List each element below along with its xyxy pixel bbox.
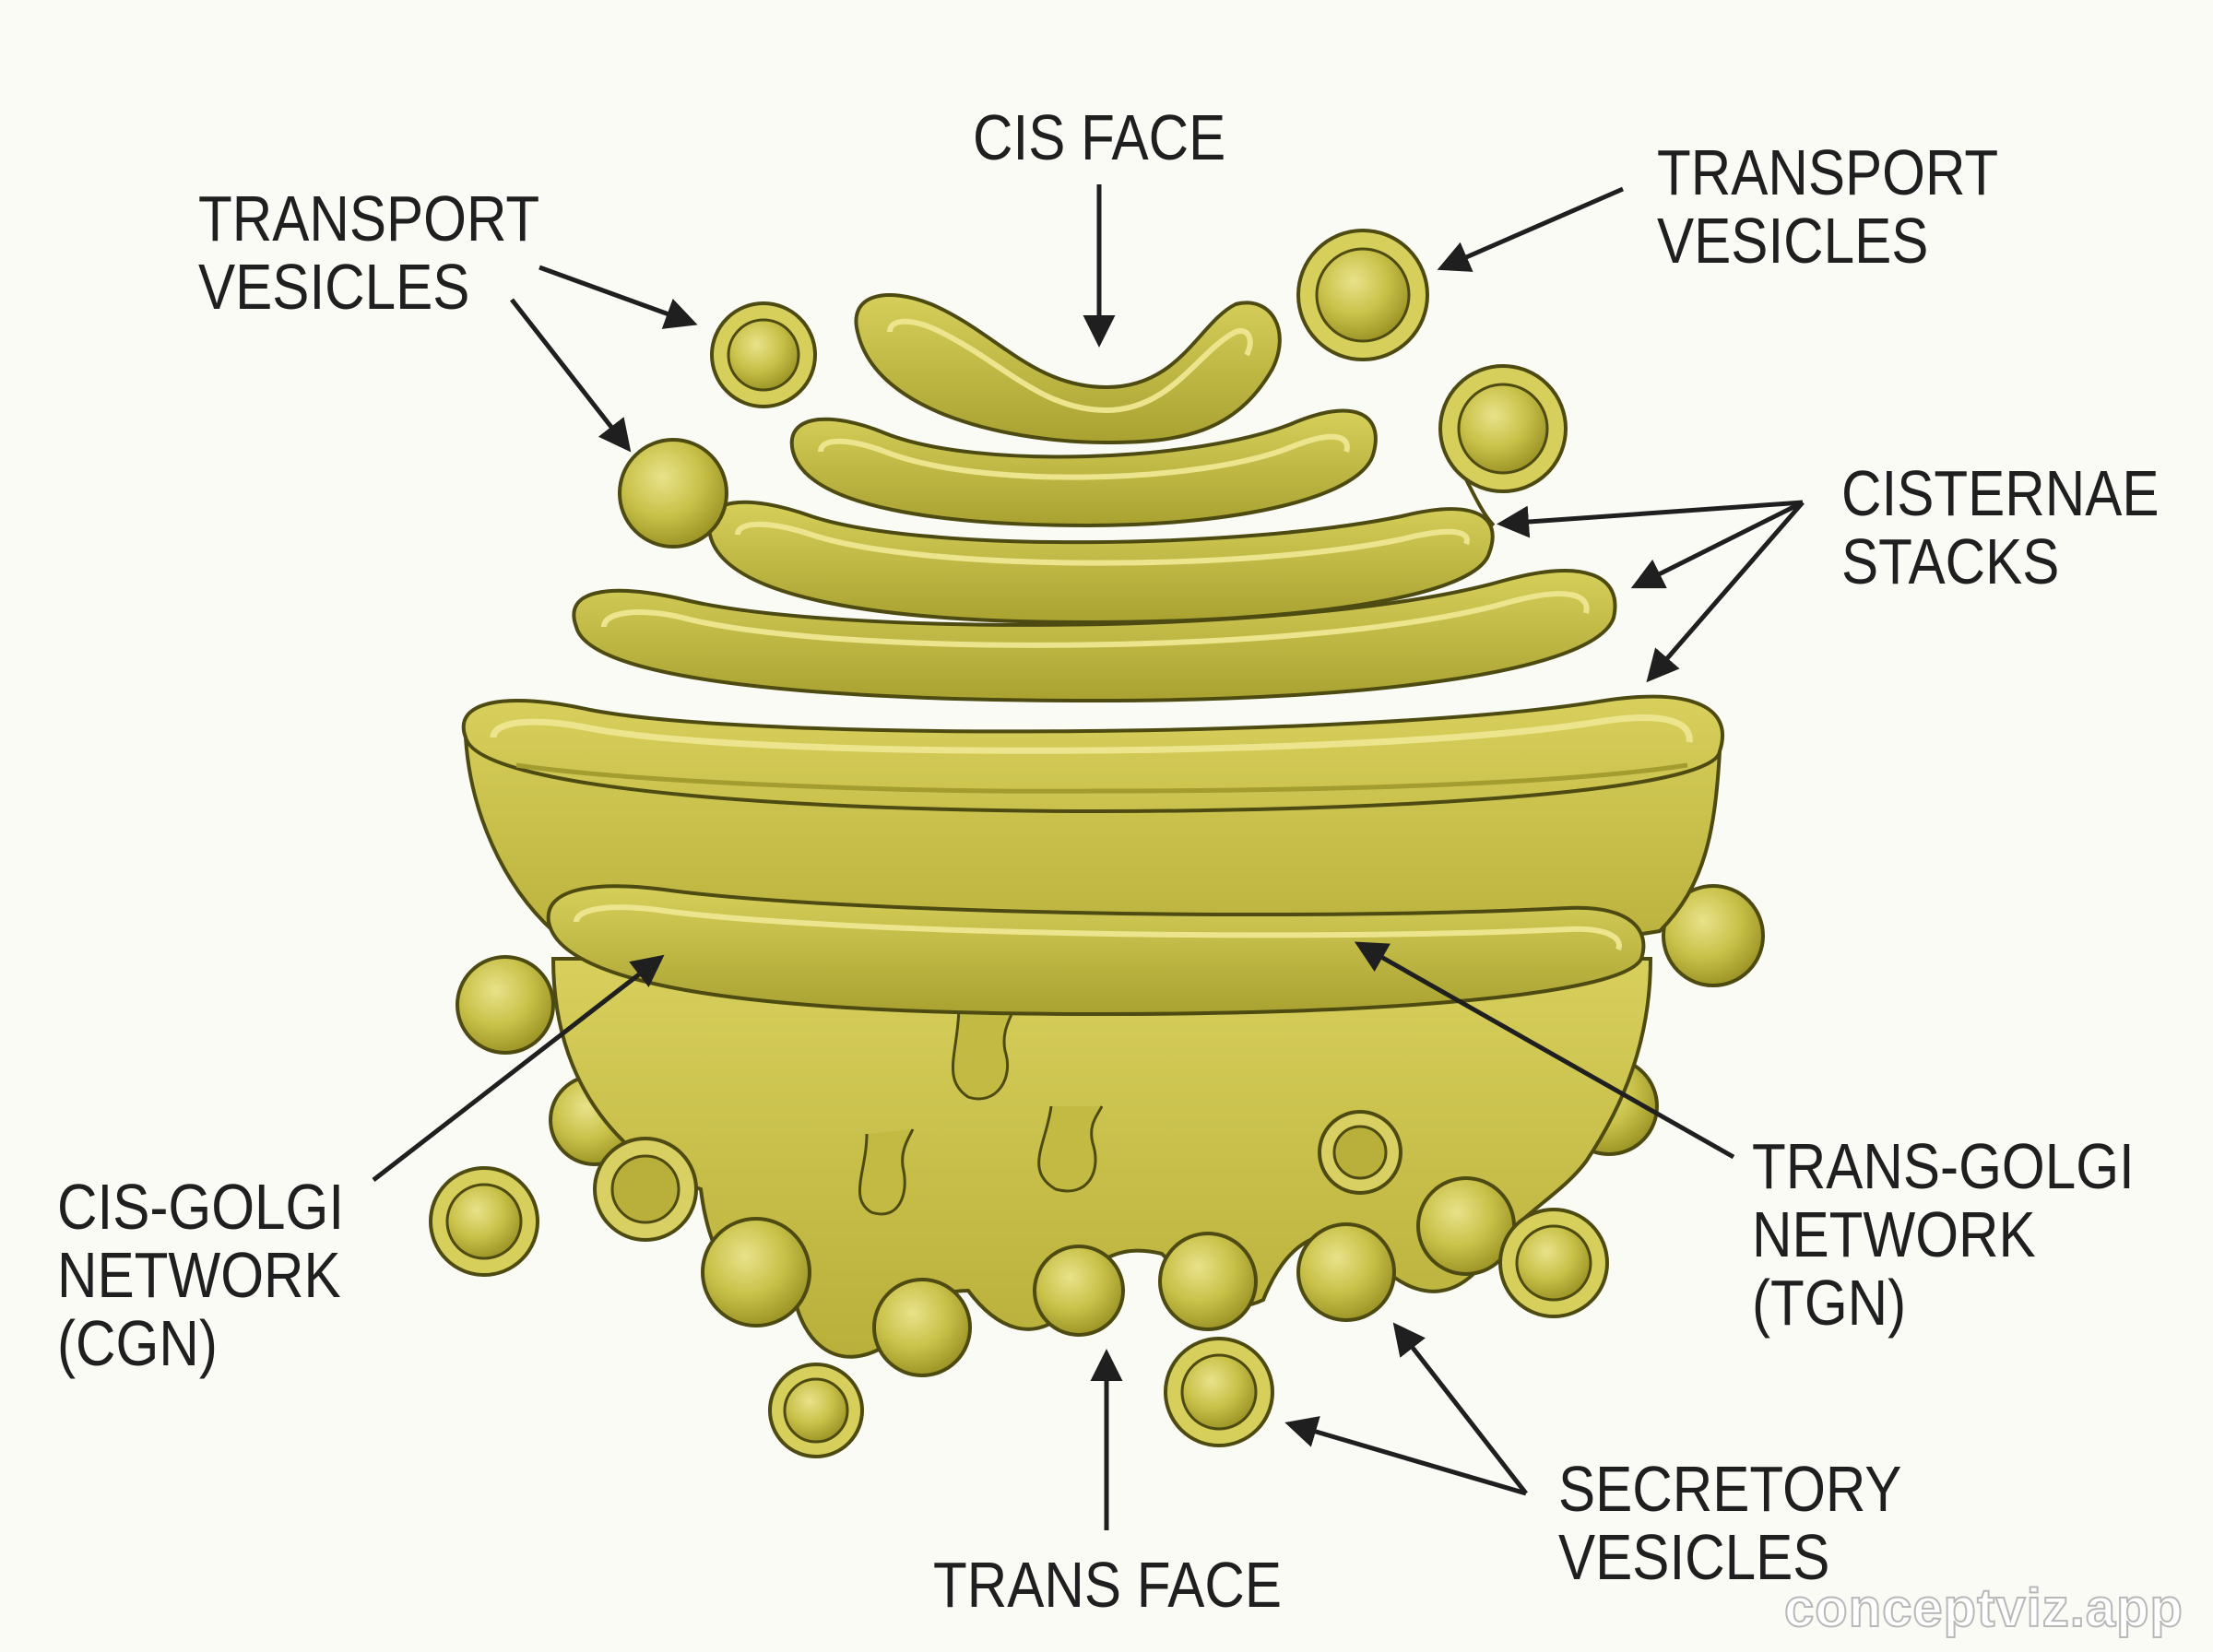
arrow-transport-right — [1437, 186, 1624, 272]
label-secretory-vesicles: SECRETORY VESICLES — [1558, 1453, 1902, 1593]
arrow-transport-left-2 — [510, 298, 632, 453]
transport-vesicles — [618, 229, 1568, 549]
arrow-secretory-1 — [1284, 1416, 1527, 1496]
cisternae-stack — [461, 293, 1725, 1017]
label-transport-vesicles-right: TRANSPORT VESICLES — [1657, 136, 1999, 277]
label-cis-face: CIS FACE — [973, 101, 1226, 173]
arrow-transport-left-1 — [538, 265, 698, 329]
arrow-cisternae-1 — [1497, 500, 1804, 538]
arrow-cisternae-2 — [1630, 500, 1805, 589]
watermark: conceptviz.app — [1783, 1577, 2183, 1639]
arrow-cgn — [372, 954, 665, 1182]
annotation-arrows — [372, 184, 1805, 1530]
label-cisternae-stacks: CISTERNAE STACKS — [1841, 457, 2160, 597]
secretory-vesicles — [429, 1166, 1609, 1458]
transport-vesicle — [618, 438, 728, 549]
cis-cisterna — [854, 293, 1282, 445]
arrow-tgn — [1354, 941, 1735, 1160]
arrow-cisternae-3 — [1646, 501, 1805, 683]
label-trans-golgi-network: TRANS-GOLGI NETWORK (TGN) — [1752, 1130, 2135, 1339]
label-trans-face: TRANS FACE — [933, 1549, 1282, 1621]
trans-golgi-body — [456, 884, 1765, 1377]
label-cis-golgi-network: CIS-GOLGI NETWORK (CGN) — [57, 1171, 345, 1379]
arrow-secretory-2 — [1392, 1322, 1528, 1495]
label-transport-vesicles-left: TRANSPORT VESICLES — [198, 183, 540, 323]
